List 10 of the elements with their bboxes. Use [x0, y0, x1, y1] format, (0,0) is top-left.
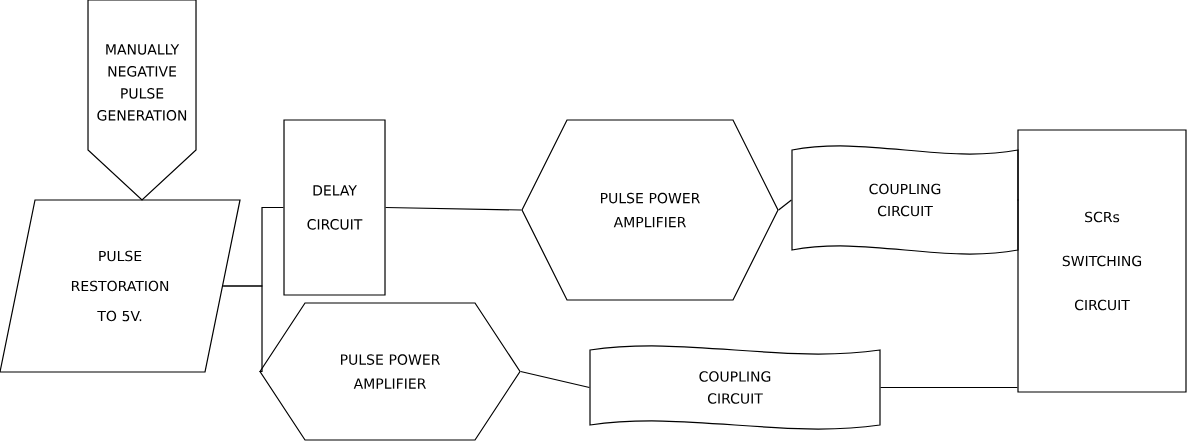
connector-line — [778, 199, 792, 211]
connector-line — [222, 285, 263, 373]
connector-line — [385, 206, 522, 211]
connector-line — [880, 386, 1018, 389]
process-box: SCRs SWITCHING CIRCUIT — [1017, 129, 1187, 393]
hexagon-box: PULSE POWER AMPLIFIER — [521, 119, 779, 301]
parallelogram-box: PULSE RESTORATION TO 5V. — [0, 199, 241, 373]
process-box: DELAY CIRCUIT — [283, 119, 386, 296]
hexagon-box: PULSE POWER AMPLIFIER — [259, 302, 521, 441]
connector-line — [520, 370, 590, 389]
